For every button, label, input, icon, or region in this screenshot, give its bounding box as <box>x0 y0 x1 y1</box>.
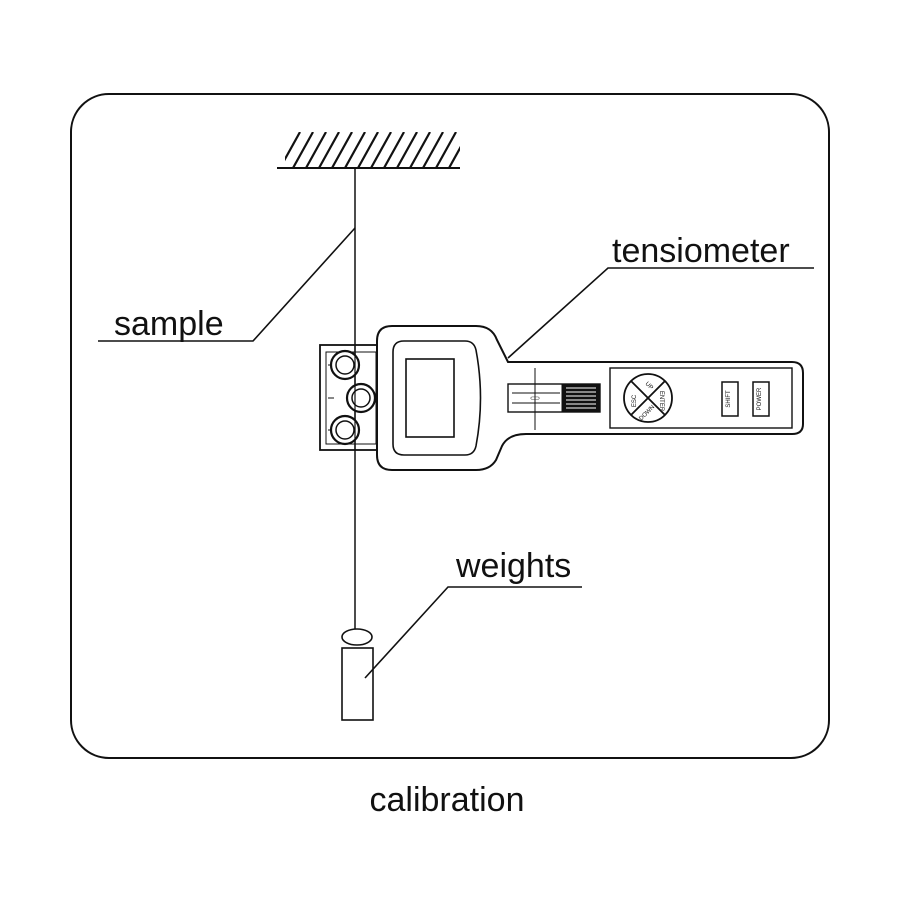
top-roller <box>329 349 361 381</box>
tensiometer-device: ⊂⊃ UP ENTER ESC DOWN SHIFT POWER <box>319 325 804 471</box>
keypad-up-label: UP <box>644 381 654 391</box>
control-panel <box>609 367 793 429</box>
svg-text:⊂⊃: ⊂⊃ <box>530 396 540 402</box>
keypad-enter-label: ENTER <box>658 391 664 412</box>
weights-label: weights <box>455 547 571 585</box>
keypad: UP ENTER ESC DOWN <box>623 373 673 423</box>
display-frame <box>392 340 482 456</box>
shift-button-label: SHIFT <box>726 390 732 408</box>
power-button-label: POWER <box>757 387 763 410</box>
ceiling-mount <box>277 132 460 169</box>
display-screen <box>405 358 455 438</box>
diagram-frame <box>70 93 830 759</box>
weights-leader <box>364 586 582 679</box>
middle-roller <box>345 382 377 414</box>
tensiometer-label: tensiometer <box>612 232 790 270</box>
keypad-esc-label: ESC <box>632 394 638 407</box>
caption: calibration <box>370 781 525 819</box>
weight <box>341 628 374 721</box>
shift-button: SHIFT <box>721 381 739 417</box>
bottom-roller <box>329 414 361 446</box>
tensiometer-leader <box>507 267 814 359</box>
sample-leader <box>98 227 356 342</box>
sample-label: sample <box>114 305 224 343</box>
power-button: POWER <box>752 381 770 417</box>
